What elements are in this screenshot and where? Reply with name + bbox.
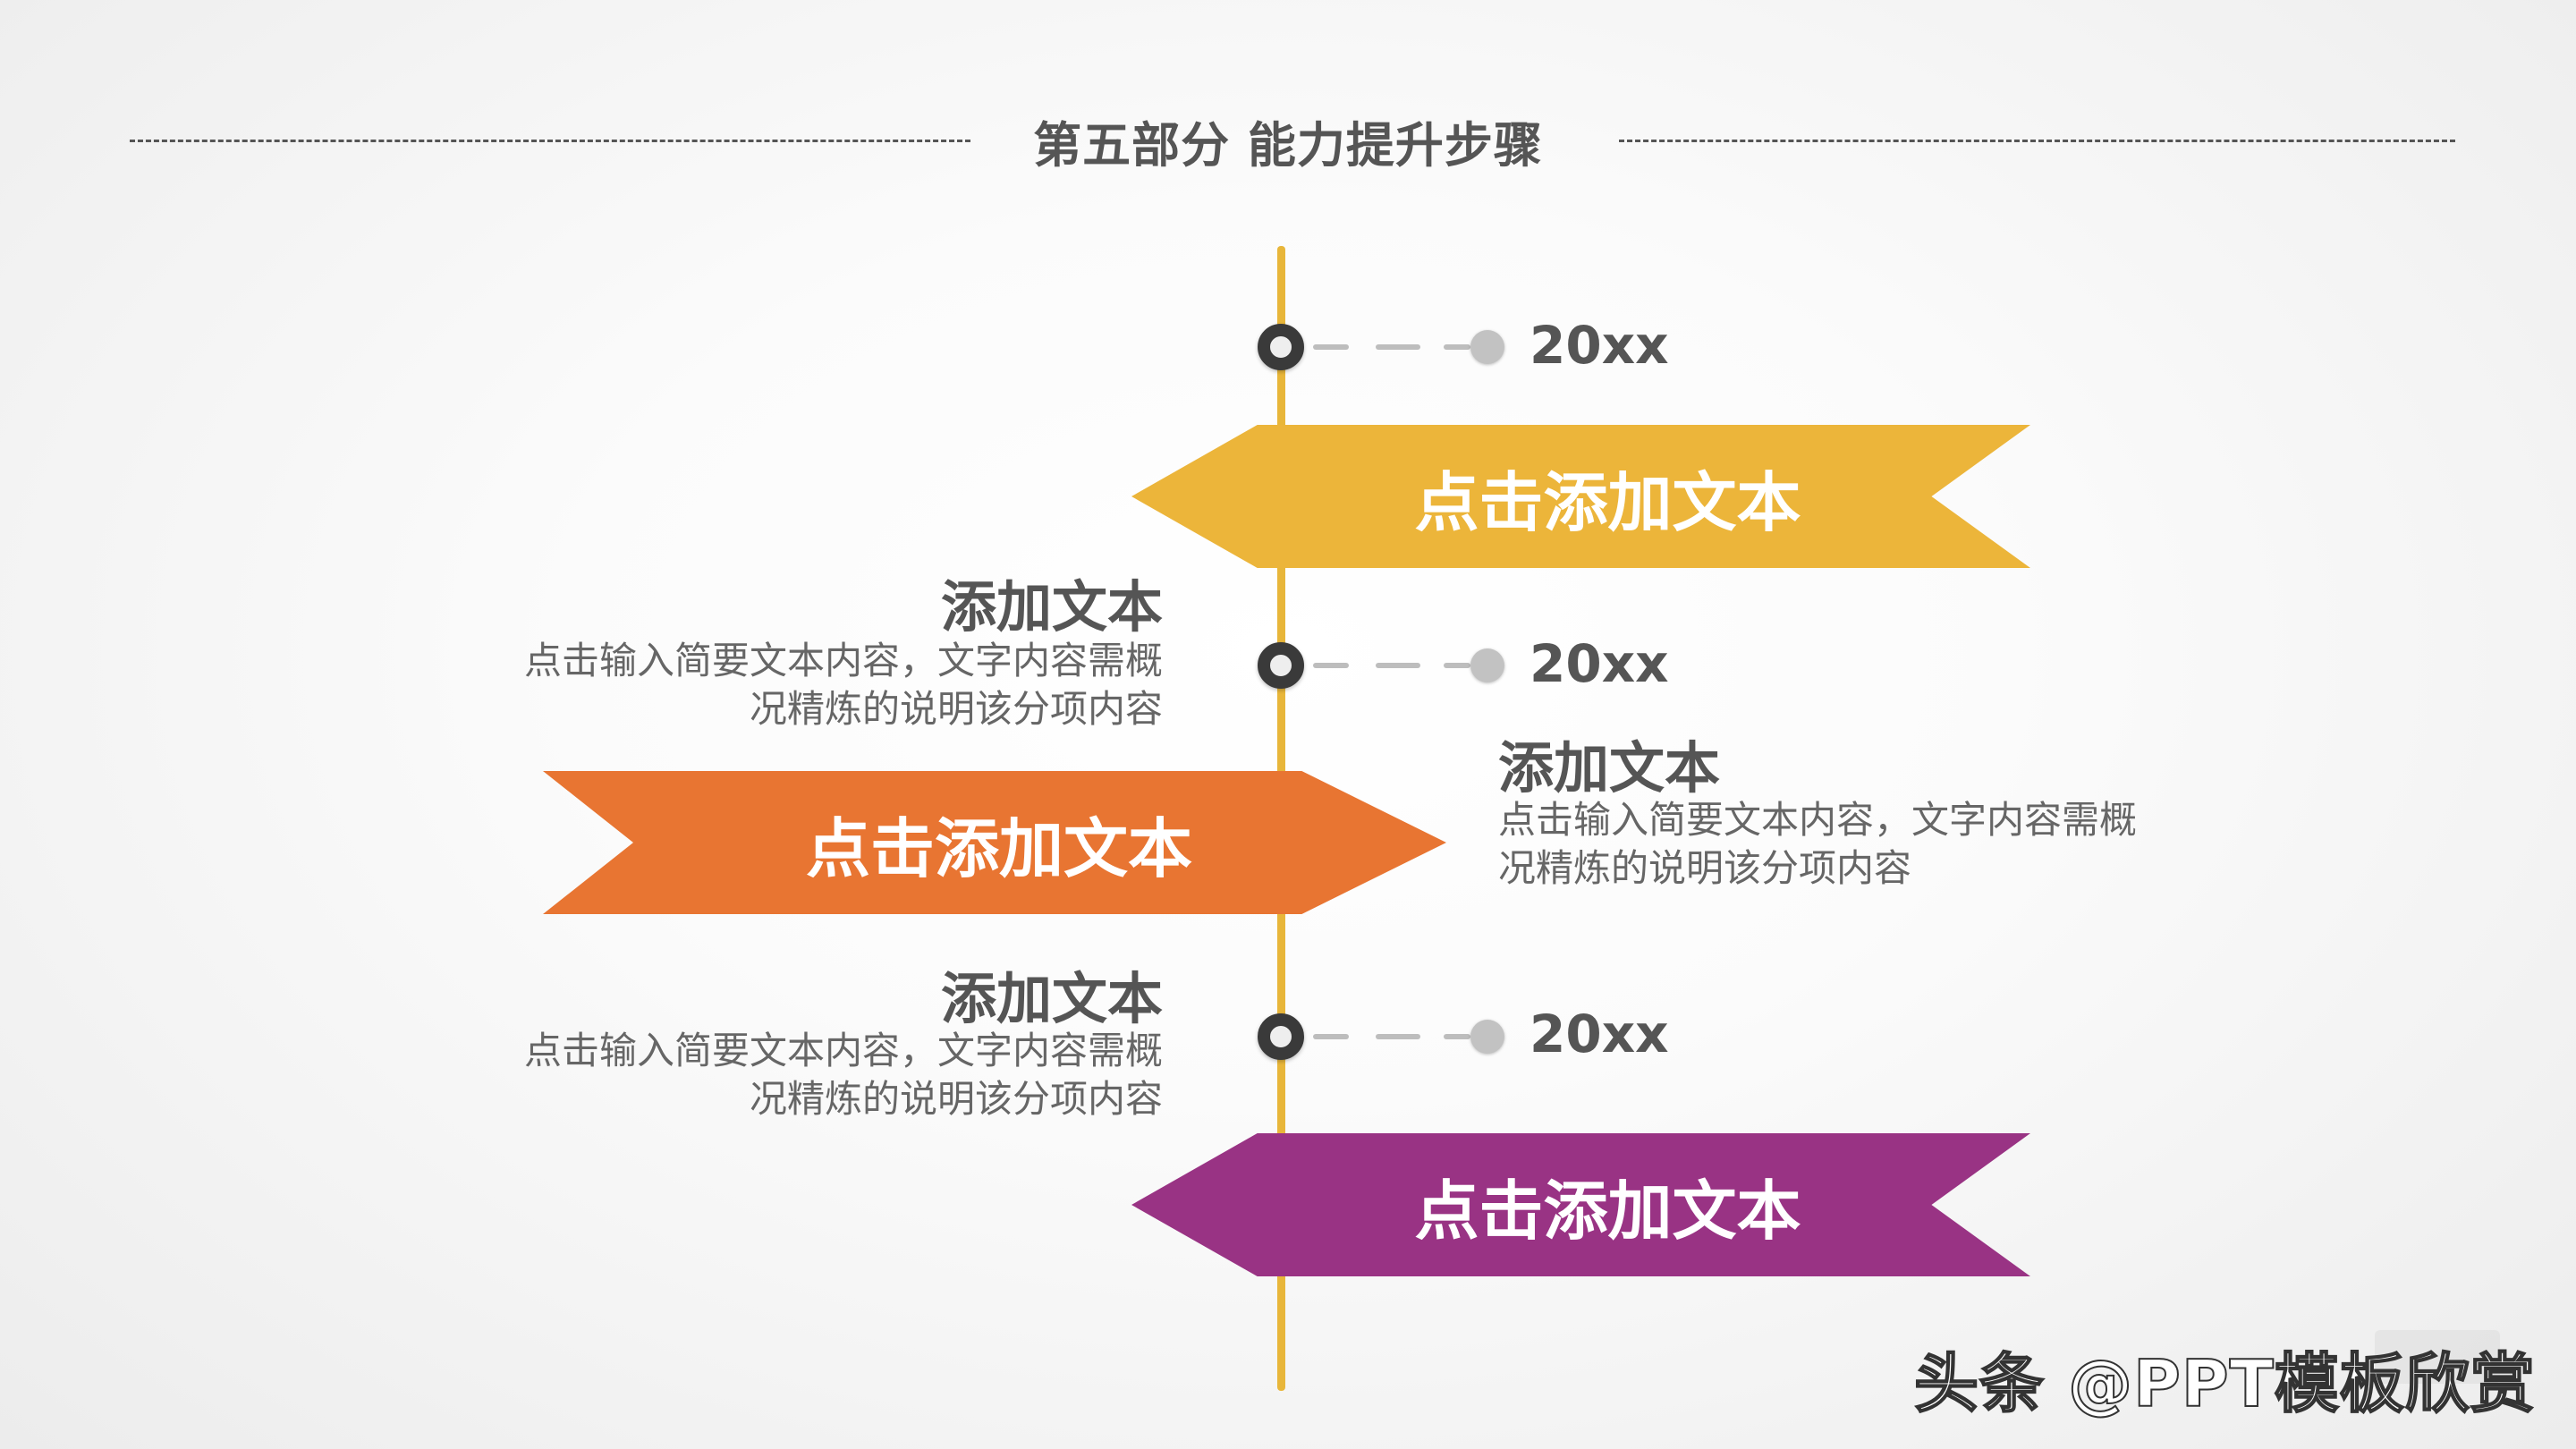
connector-dash: [1376, 663, 1420, 668]
connector-dash: [1444, 1034, 1470, 1039]
connector-end-dot: [1470, 1020, 1504, 1054]
watermark-text: 头条 @PPT模板欣赏: [1913, 1345, 2536, 1422]
description-line: 况精炼的说明该分项内容: [1498, 846, 1912, 890]
ribbon-label: 点击添加文本: [1414, 1173, 1801, 1249]
item-heading: 添加文本: [940, 574, 1163, 640]
item-description: 点击输入简要文本内容，文字内容需概 况精炼的说明该分项内容: [447, 637, 1163, 733]
description-line: 况精炼的说明该分项内容: [749, 687, 1163, 731]
description-line: 点击输入简要文本内容，文字内容需概: [523, 1029, 1163, 1072]
item-description: 点击输入简要文本内容，文字内容需概 况精炼的说明该分项内容: [447, 1027, 1163, 1123]
timeline-node: [1258, 642, 1304, 689]
header-divider-left: [130, 140, 970, 142]
milestone-year: 20xx: [1530, 1004, 1669, 1064]
connector-dash: [1313, 1034, 1349, 1039]
milestone-year: 20xx: [1530, 633, 1669, 694]
description-line: 点击输入简要文本内容，文字内容需概: [1498, 798, 2138, 842]
ribbon-label: 点击添加文本: [1414, 464, 1801, 540]
connector-end-dot: [1470, 648, 1504, 682]
timeline-node: [1258, 1013, 1304, 1060]
milestone-ribbon[interactable]: 点击添加文本: [543, 771, 1446, 914]
description-line: 况精炼的说明该分项内容: [749, 1077, 1163, 1121]
description-line: 点击输入简要文本内容，文字内容需概: [523, 639, 1163, 682]
item-heading: 添加文本: [940, 966, 1163, 1031]
ribbon-label: 点击添加文本: [805, 810, 1192, 886]
connector-dash: [1444, 663, 1470, 668]
milestone-year: 20xx: [1530, 315, 1669, 376]
watermark-backdrop: [2375, 1330, 2500, 1384]
connector-dash: [1376, 344, 1420, 350]
milestone-ribbon[interactable]: 点击添加文本: [1131, 1133, 2030, 1276]
milestone-ribbon[interactable]: 点击添加文本: [1131, 425, 2030, 568]
connector-dash: [1313, 344, 1349, 350]
item-description: 点击输入简要文本内容，文字内容需概 况精炼的说明该分项内容: [1498, 796, 2137, 893]
page-title: 第五部分 能力提升步骤: [1033, 117, 1543, 174]
connector-dash: [1313, 663, 1349, 668]
connector-end-dot: [1470, 330, 1504, 364]
connector-dash: [1376, 1034, 1420, 1039]
header-divider-right: [1619, 140, 2455, 142]
item-heading: 添加文本: [1498, 735, 1721, 801]
connector-dash: [1444, 344, 1470, 350]
timeline-node: [1258, 324, 1304, 370]
